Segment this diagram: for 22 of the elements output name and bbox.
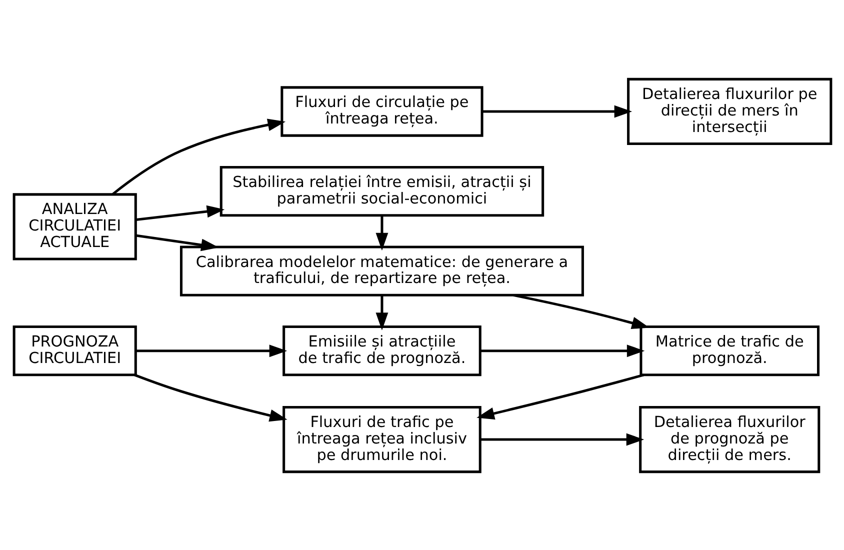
node-box: Detalierea fluxurilor pe direcții de mers în intersecții: [626, 77, 832, 145]
arrow: [375, 215, 388, 250]
arrow: [135, 204, 224, 221]
arrow: [135, 344, 287, 357]
arrow: [482, 104, 632, 118]
node-box: Detalierea fluxurilor de prognoză pe direcții de mers.: [638, 405, 820, 473]
node-box: Matrice de trafic de prognoză.: [639, 325, 820, 376]
arrow: [135, 234, 218, 251]
arrow: [480, 344, 644, 357]
node-box: PROGNOZA CIRCULATIEI: [12, 325, 136, 376]
node-box: Fluxuri de circulație pe întreaga rețea.: [280, 86, 483, 136]
arrow: [134, 373, 287, 422]
arrow: [375, 294, 388, 330]
node-box: Emisiile și atracțiile de trafic de prognoză.: [282, 325, 481, 376]
arrow: [512, 293, 650, 329]
node-box: ANALIZA CIRCULATIEI ACTUALE: [12, 192, 136, 260]
node-box: Fluxuri de trafic pe întreaga rețea inclusiv pe drumurile noi.: [282, 405, 481, 473]
arrow: [111, 118, 286, 195]
arrow: [480, 432, 644, 446]
arrow: [476, 373, 644, 420]
node-box: Stabilirea relației între emisii, atracții și parametrii social-economici: [219, 165, 544, 216]
node-box: Calibrarea modelelor matematice: de generare a traficului, de repartizare pe rețea.: [179, 245, 584, 296]
